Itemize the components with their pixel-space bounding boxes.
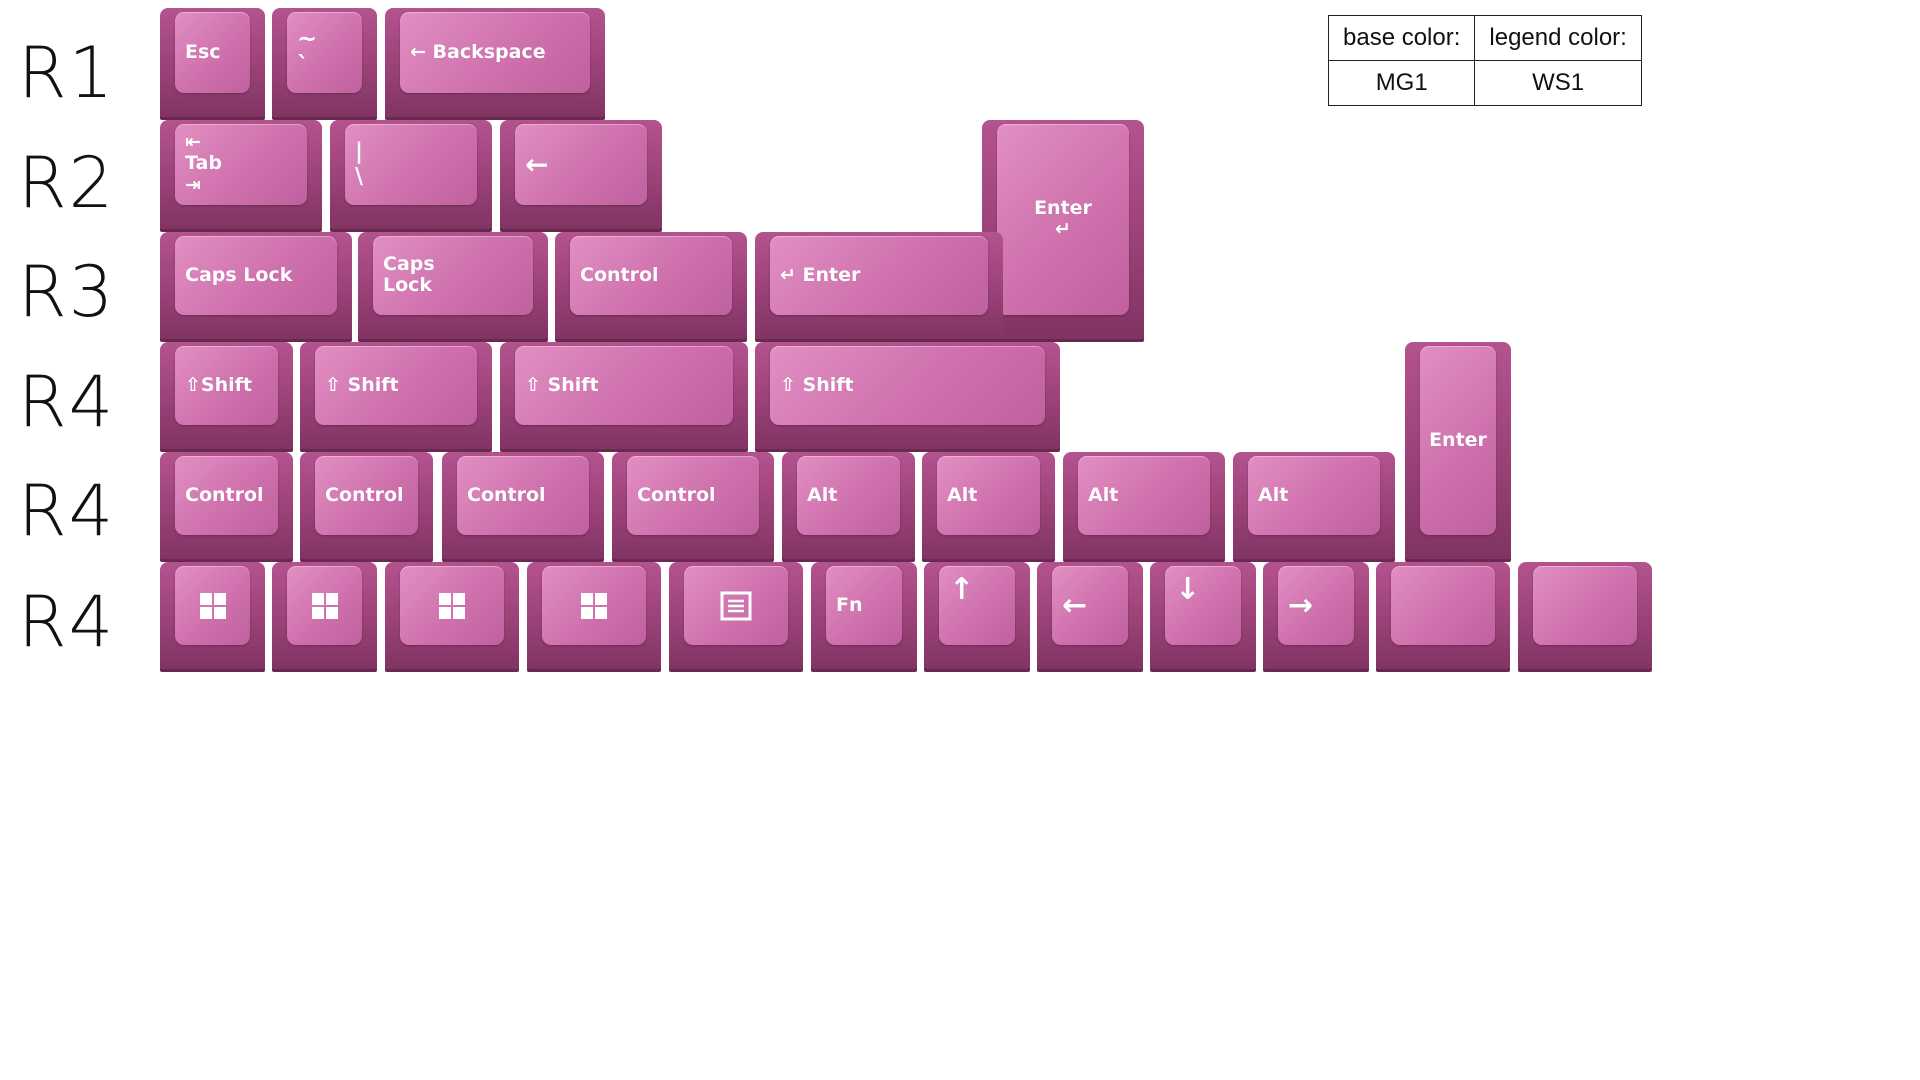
keycap-menu [669, 562, 803, 672]
keycap-fn: Fn [811, 562, 917, 672]
windows-icon [439, 592, 465, 619]
row-label-r3: R3 [18, 251, 116, 333]
keycap-legend: Esc [185, 40, 221, 63]
keycap-caps-lock: Caps Lock [160, 232, 352, 342]
keycap-windows [385, 562, 519, 672]
keycap-legend: ~ ` [297, 23, 318, 80]
keycap-blank [1518, 562, 1652, 672]
keycap-esc: Esc [160, 8, 265, 120]
keycap-control: Control [612, 452, 774, 562]
keycap-legend: Control [467, 483, 546, 506]
keycap-control: Control [160, 452, 293, 562]
keycap-windows [272, 562, 377, 672]
keycap-alt: Alt [1063, 452, 1225, 562]
keycap-legend: ⇤ Tab ⇥ [185, 130, 222, 197]
menu-icon [720, 591, 752, 620]
keycap-caps-lock-stepped: Caps Lock [358, 232, 548, 342]
arrow-left-icon: ← [1062, 587, 1088, 623]
keycap-legend: ↵ Enter [780, 263, 861, 286]
keycap-arrow-down: ↓ [1150, 562, 1256, 672]
arrow-up-icon: ↑ [949, 571, 975, 607]
keycap-legend: Caps Lock [383, 252, 435, 297]
keycap-control: Control [555, 232, 747, 342]
keycap-legend: ← [525, 147, 549, 181]
keycap-legend: ⇧Shift [185, 373, 252, 396]
keycap-shift: ⇧ Shift [755, 342, 1060, 452]
keycap-windows [160, 562, 265, 672]
keycap-arrow-right: → [1263, 562, 1369, 672]
keycap-enter-numpad: Enter [1405, 342, 1511, 562]
keycap-shift: ⇧ Shift [300, 342, 492, 452]
keycap-legend: Enter ↵ [1034, 196, 1092, 241]
row-label-r4: R4 [18, 581, 116, 663]
keycap-legend: Alt [947, 483, 978, 506]
keycap-legend: Control [637, 483, 716, 506]
windows-icon [311, 592, 338, 619]
windows-icon [199, 592, 226, 619]
keycap-legend: | \ [355, 139, 364, 190]
keycap-tab: ⇤ Tab ⇥ [160, 120, 322, 232]
keycap-legend: Control [580, 263, 659, 286]
keycap-alt: Alt [1233, 452, 1395, 562]
color-spec-table: base color: legend color: MG1 WS1 [1327, 15, 1642, 106]
keycap-legend: Control [325, 483, 404, 506]
row-label-r4: R4 [18, 361, 116, 443]
legend-color-value: WS1 [1474, 60, 1642, 106]
keycap-legend: ⇧ Shift [325, 373, 399, 396]
keycap-backspace-arrow: ← [500, 120, 662, 232]
base-color-header: base color: [1327, 15, 1476, 61]
keycap-blank [1376, 562, 1510, 672]
row-label-r1: R1 [18, 32, 116, 114]
keycap-windows [527, 562, 661, 672]
keycap-legend: Alt [1258, 483, 1289, 506]
keycap-legend: Caps Lock [185, 263, 293, 286]
keycap-tilde: ~ ` [272, 8, 377, 120]
keycap-legend: ← Backspace [410, 40, 546, 63]
row-label-r2: R2 [18, 142, 116, 224]
keycap-legend: ⇧ Shift [525, 373, 599, 396]
arrow-down-icon: ↓ [1175, 571, 1201, 607]
keycap-legend: Enter [1429, 428, 1487, 451]
keycap-control: Control [442, 452, 604, 562]
legend-color-header: legend color: [1474, 15, 1642, 61]
windows-icon [581, 592, 607, 619]
keycap-alt: Alt [922, 452, 1055, 562]
keycap-legend: Alt [807, 483, 838, 506]
keycap-control: Control [300, 452, 433, 562]
keycap-legend: Alt [1088, 483, 1119, 506]
keycap-legend: Control [185, 483, 264, 506]
keycap-shift: ⇧ Shift [500, 342, 748, 452]
keycap-arrow-left: ← [1037, 562, 1143, 672]
keycap-backslash: | \ [330, 120, 492, 232]
keycap-shift: ⇧Shift [160, 342, 293, 452]
base-color-value: MG1 [1327, 60, 1476, 106]
keycap-enter: ↵ Enter [755, 232, 1003, 342]
keycap-alt: Alt [782, 452, 915, 562]
keycap-backspace: ← Backspace [385, 8, 605, 120]
keycap-legend: ⇧ Shift [780, 373, 854, 396]
arrow-right-icon: → [1288, 587, 1314, 623]
keycap-arrow-up: ↑ [924, 562, 1030, 672]
keycap-legend: Fn [836, 593, 863, 616]
keycap-enter-iso: Enter ↵ [982, 120, 1144, 342]
row-label-r4: R4 [18, 470, 116, 552]
